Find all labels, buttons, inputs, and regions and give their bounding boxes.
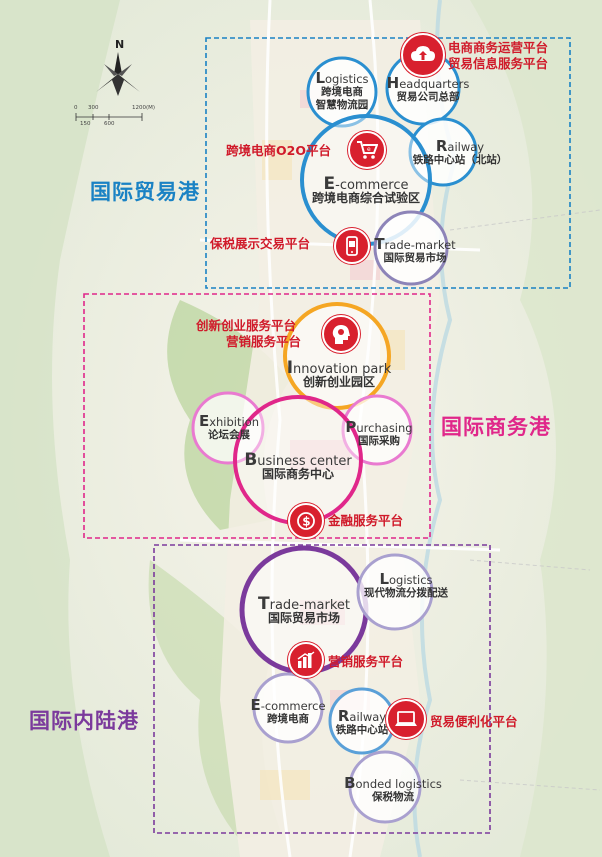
platform-finance: 金融服务平台 [328,513,404,528]
platform-ecommerce-ops: 电商商务运营平台 [448,40,549,55]
mobile-phone-icon [334,228,370,264]
node-initial: R [435,137,448,155]
node-en: ailway [447,140,485,154]
node-initial: T [258,594,270,614]
node-initial: E [323,174,336,194]
node-cn: 国际贸易市场 [383,252,447,264]
node-initial: I [286,358,294,378]
circle-trade-railway [408,117,478,187]
node-cn: 贸易公司总部 [396,91,460,103]
circle-trade-market [373,210,449,286]
node-trade-headquarters: Headquarters 贸易公司总部 [383,74,473,104]
node-cn: 国际商务中心 [261,467,334,481]
node-biz-center: Business center 国际商务中心 [237,452,359,481]
platform-trade-info: 贸易信息服务平台 [448,56,549,71]
node-en: ogistics [325,72,369,86]
node-en: ogistics [389,573,433,587]
node-inland-ecommerce: E-commerce 跨境电商 [249,696,327,726]
node-trade-ecommerce: E-commerce 跨境电商综合试验区 [305,176,427,205]
circle-inland-bonded [348,750,422,824]
scale-label-1200: 1200(M) [132,105,156,111]
scale-label-0: 0 [74,105,78,111]
node-initial: B [244,450,258,470]
node-initial: B [344,774,356,792]
north-arrow-icon [96,52,140,96]
node-initial: E [250,696,261,714]
platform-marketing-biz: 营销服务平台 [226,334,302,349]
node-initial: T [374,235,385,253]
scale-label-150: 150 [80,121,91,127]
node-trade-railway: Railway 铁路中心站（北站） [405,137,515,167]
platform-trade-facilitation: 贸易便利化平台 [430,714,518,729]
circle-inland-logistics [356,553,434,631]
platform-bonded-exhibit: 保税展示交易平台 [210,236,311,251]
node-biz-innovation: Innovation park 创新创业园区 [285,360,393,389]
node-en: nnovation park [293,362,392,377]
svg-text:e: e [367,146,371,153]
node-cn: 跨境电商 智慧物流园 [315,86,369,111]
node-en: rade-market [384,238,456,252]
node-en: xhibition [209,415,260,429]
scale-bar [75,113,143,121]
node-cn: 铁路中心站 [335,724,389,736]
node-cn: 跨境电商综合试验区 [311,191,420,205]
node-cn: 创新创业园区 [302,375,375,389]
circle-trade-logistics [306,56,378,128]
node-initial: L [379,570,389,588]
zone-title-trade: 国际贸易港 [90,180,200,204]
svg-text:$: $ [302,515,310,529]
node-initial: L [315,69,325,87]
node-biz-purchasing: Purchasing 国际采购 [343,418,415,448]
node-cn: 国际采购 [358,435,400,447]
dollar-coin-icon: $ [288,503,324,539]
scale-label-600: 600 [104,121,115,127]
node-initial: P [345,418,357,436]
node-cn: 保税物流 [372,791,414,803]
node-cn: 论坛会展 [208,429,250,441]
node-initial: H [386,74,400,92]
node-en: ailway [349,710,387,724]
node-initial: R [337,707,350,725]
node-en: -commerce [335,178,409,193]
node-biz-exhibition: Exhibition 论坛会展 [195,412,263,442]
north-label: N [115,38,125,51]
zone-title-business: 国际商务港 [441,415,551,439]
node-cn: 跨境电商 [267,713,309,725]
zone-title-inland: 国际内陆港 [29,709,139,733]
platform-o2o: 跨境电商O2O平台 [226,143,331,158]
node-cn: 铁路中心站（北站） [412,154,508,166]
zone-box-trade [205,37,571,289]
node-initial: E [198,412,210,430]
node-inland-bonded: Bonded logistics 保税物流 [338,774,448,804]
node-en: eadquarters [399,77,470,91]
node-en: urchasing [356,421,413,435]
bar-chart-icon [288,642,324,678]
platform-marketing-inland: 营销服务平台 [328,654,404,669]
platform-innovation-service: 创新创业服务平台 [196,318,297,333]
node-en: rade-market [269,598,350,613]
node-cn: 现代物流分拨配送 [364,587,448,599]
circle-inland-ecommerce [252,672,324,744]
idea-head-icon [322,315,360,353]
node-en: onded logistics [355,777,442,791]
laptop-icon [386,699,426,739]
zone-box-inland [153,544,491,834]
cloud-upload-icon [401,33,445,77]
node-trade-market: Trade-market 国际贸易市场 [372,235,458,265]
node-en: -commerce [260,699,326,713]
shopping-cart-icon: e [348,131,386,169]
node-inland-railway: Railway 铁路中心站 [329,707,395,737]
node-trade-logistics: Logistics 跨境电商 智慧物流园 [308,69,376,112]
node-inland-logistics: Logistics 现代物流分拨配送 [354,570,458,600]
circle-biz-exhibition [191,391,265,465]
node-en: usiness center [257,454,352,469]
node-inland-market: Trade-market 国际贸易市场 [247,596,361,625]
node-cn: 国际贸易市场 [267,611,340,625]
zone-box-business [83,293,431,539]
scale-label-300: 300 [88,105,99,111]
